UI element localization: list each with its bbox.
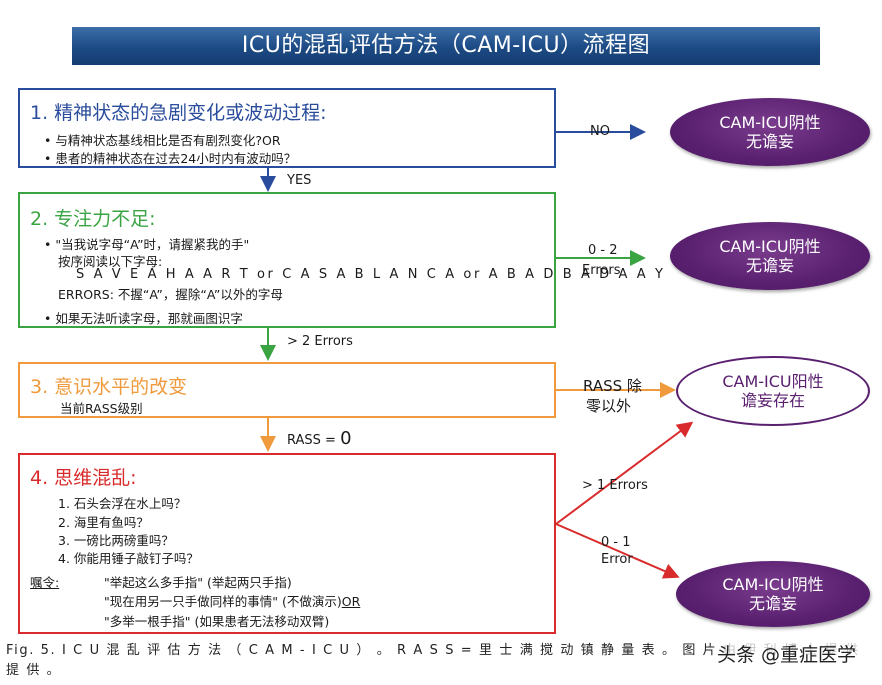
outcome-positive-line1: CAM-ICU阳性 <box>722 372 824 391</box>
outcome-negative-2-line1: CAM-ICU阴性 <box>719 237 821 256</box>
step3-line1: 当前RASS级别 <box>60 401 143 416</box>
step4-command2-text: "现在用另一只手做同样的事情" (不做演示) <box>104 594 342 609</box>
outcome-negative-3-line1: CAM-ICU阴性 <box>722 575 824 594</box>
step4-command2-or: OR <box>341 594 361 609</box>
label-no: NO <box>590 124 610 139</box>
step2-heading: 2. 专注力不足: <box>30 208 156 230</box>
label-rass-nonzero-1: RASS 除 <box>583 377 642 395</box>
step4-command3: "多举一根手指" (如果患者无法移动双臂) <box>104 614 330 629</box>
figure-caption: Fig. 5. I C U 混 乱 评 估 方 法 （ C A M - I C … <box>6 643 860 678</box>
label-rass-nonzero-2: 零以外 <box>586 397 632 415</box>
step2-line5: • 如果无法听读字母，那就画图识字 <box>44 311 243 326</box>
outcome-negative-3: CAM-ICU阴性 无谵妄 <box>676 561 870 627</box>
step4-command2: "现在用另一只手做同样的事情" (不做演示)OR <box>104 591 360 610</box>
step3-box: 3. 意识水平的改变 当前RASS级别 <box>18 362 556 418</box>
step2-letters: S A V E A H A A R T or C A S A B L A N C… <box>76 267 666 282</box>
arrow-step4-fail <box>555 421 694 525</box>
label-0-2: 0 - 2 <box>588 243 618 258</box>
step4-heading: 4. 思维混乱: <box>30 467 137 489</box>
outcome-negative-1-line1: CAM-ICU阴性 <box>719 113 821 132</box>
step1-bullet1: • 与精神状态基线相比是否有剧烈变化?OR <box>44 133 281 148</box>
step4-box: 4. 思维混乱: 1. 石头会浮在水上吗？ 2. 海里有鱼吗？ 3. 一磅比两磅… <box>18 453 556 634</box>
step3-heading: 3. 意识水平的改变 <box>30 376 188 398</box>
page-title: ICU的混乱评估方法（CAM-ICU）流程图 <box>72 27 820 65</box>
label-gt2-errors: > 2 Errors <box>287 334 353 349</box>
label-rass-zero-value: 0 <box>340 428 352 449</box>
outcome-negative-1: CAM-ICU阴性 无谵妄 <box>670 98 870 166</box>
watermark: 头条 @重症医学 <box>714 640 858 667</box>
step2-box: 2. 专注力不足: • "当我说字母“A”时，请握紧我的手" 按序阅读以下字母:… <box>18 192 663 328</box>
step4-command-label: 嘱令: <box>30 575 60 590</box>
step4-question4: 4. 你能用锤子敲钉子吗？ <box>58 551 199 566</box>
label-errors: Errors <box>582 263 621 278</box>
step1-box: 1. 精神状态的急剧变化或波动过程: • 与精神状态基线相比是否有剧烈变化?OR… <box>18 88 556 168</box>
label-error: Error <box>601 552 633 567</box>
step1-bullet2: • 患者的精神状态在过去24小时内有波动吗？ <box>44 151 297 166</box>
outcome-negative-3-line2: 无谵妄 <box>748 594 797 613</box>
step4-question1: 1. 石头会浮在水上吗？ <box>58 496 187 511</box>
step2-line1: • "当我说字母“A”时，请握紧我的手" <box>44 237 250 252</box>
outcome-positive: CAM-ICU阳性 谵妄存在 <box>676 356 870 426</box>
step2-line4: ERRORS: 不握“A”，握除“A”以外的字母 <box>58 287 283 302</box>
label-yes: YES <box>287 173 312 188</box>
outcome-negative-2: CAM-ICU阴性 无谵妄 <box>670 222 870 290</box>
step4-command1: "举起这么多手指" (举起两只手指) <box>104 575 292 590</box>
step2-line2: 按序阅读以下字母: <box>58 254 163 269</box>
label-0-1: 0 - 1 <box>601 535 631 550</box>
outcome-negative-1-line2: 无谵妄 <box>745 132 794 151</box>
label-rass-zero-text: RASS = <box>287 433 336 448</box>
label-gt1-errors: > 1 Errors <box>582 478 648 493</box>
label-rass-zero: RASS = 0 <box>287 428 352 449</box>
step1-heading: 1. 精神状态的急剧变化或波动过程: <box>30 102 327 124</box>
step4-question2: 2. 海里有鱼吗？ <box>58 515 149 530</box>
outcome-positive-line2: 谵妄存在 <box>740 391 805 410</box>
step4-question3: 3. 一磅比两磅重吗？ <box>58 533 174 548</box>
arrow-step4-pass <box>555 523 680 579</box>
outcome-negative-2-line2: 无谵妄 <box>745 256 794 275</box>
